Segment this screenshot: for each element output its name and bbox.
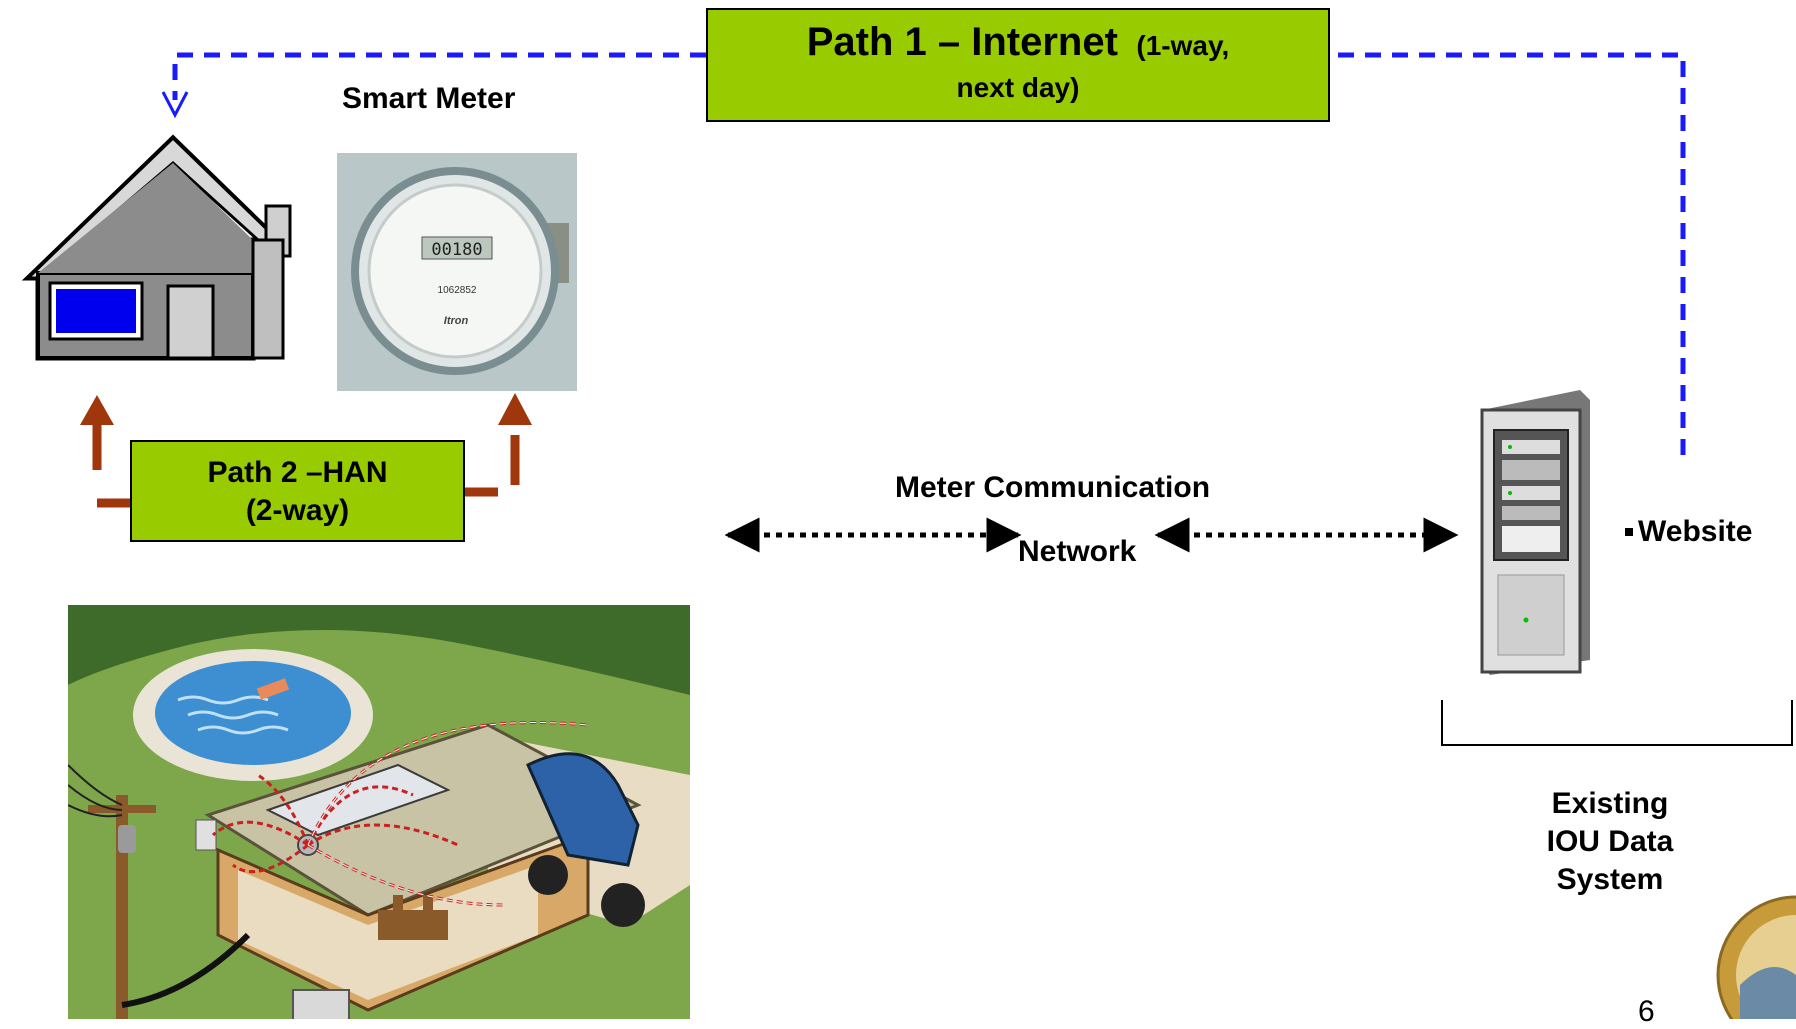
smart-meter-image [337, 153, 577, 391]
network-label-line1: Meter Communication [895, 471, 1211, 504]
path2-arrowhead-right [498, 393, 532, 425]
path2-arrowhead-left [80, 395, 114, 425]
server-icon [1480, 390, 1590, 675]
path1-detail-2: next day) [956, 72, 1080, 103]
path1-internet-box: Path 1 – Internet (1-way, next day) [706, 8, 1330, 122]
meter-brand: Itron [443, 315, 469, 327]
path2-title: Path 2 –HAN [207, 456, 388, 489]
data-system-line1: Existing [1551, 787, 1669, 820]
path1-detail-1: (1-way, [1136, 30, 1230, 61]
data-system-bracket [1441, 700, 1793, 746]
network-label-line2: Network [1018, 535, 1137, 568]
data-system-line2: IOU Data [1546, 825, 1674, 858]
data-system-line3: System [1556, 863, 1664, 896]
cpuc-seal-image [1716, 895, 1796, 1019]
page-number: 6 [1638, 995, 1655, 1028]
path2-han-lines [92, 420, 520, 508]
path2-han-box: Path 2 –HAN (2-way) [130, 440, 465, 542]
home-area-network-illustration [68, 605, 690, 1019]
meter-serial: 1062852 [437, 285, 477, 296]
house-icon [21, 134, 292, 361]
meter-display: 00180 [431, 240, 483, 260]
data-system-label: Existing IOU Data System [1500, 785, 1720, 899]
path1-arrowhead [161, 91, 189, 119]
website-bullet [1625, 528, 1633, 536]
path2-detail: (2-way) [245, 494, 350, 527]
path1-internet-line [172, 52, 1686, 455]
website-label: Website [1638, 515, 1753, 548]
smart-meter-label: Smart Meter [342, 82, 516, 115]
path1-title: Path 1 – Internet [806, 20, 1118, 64]
